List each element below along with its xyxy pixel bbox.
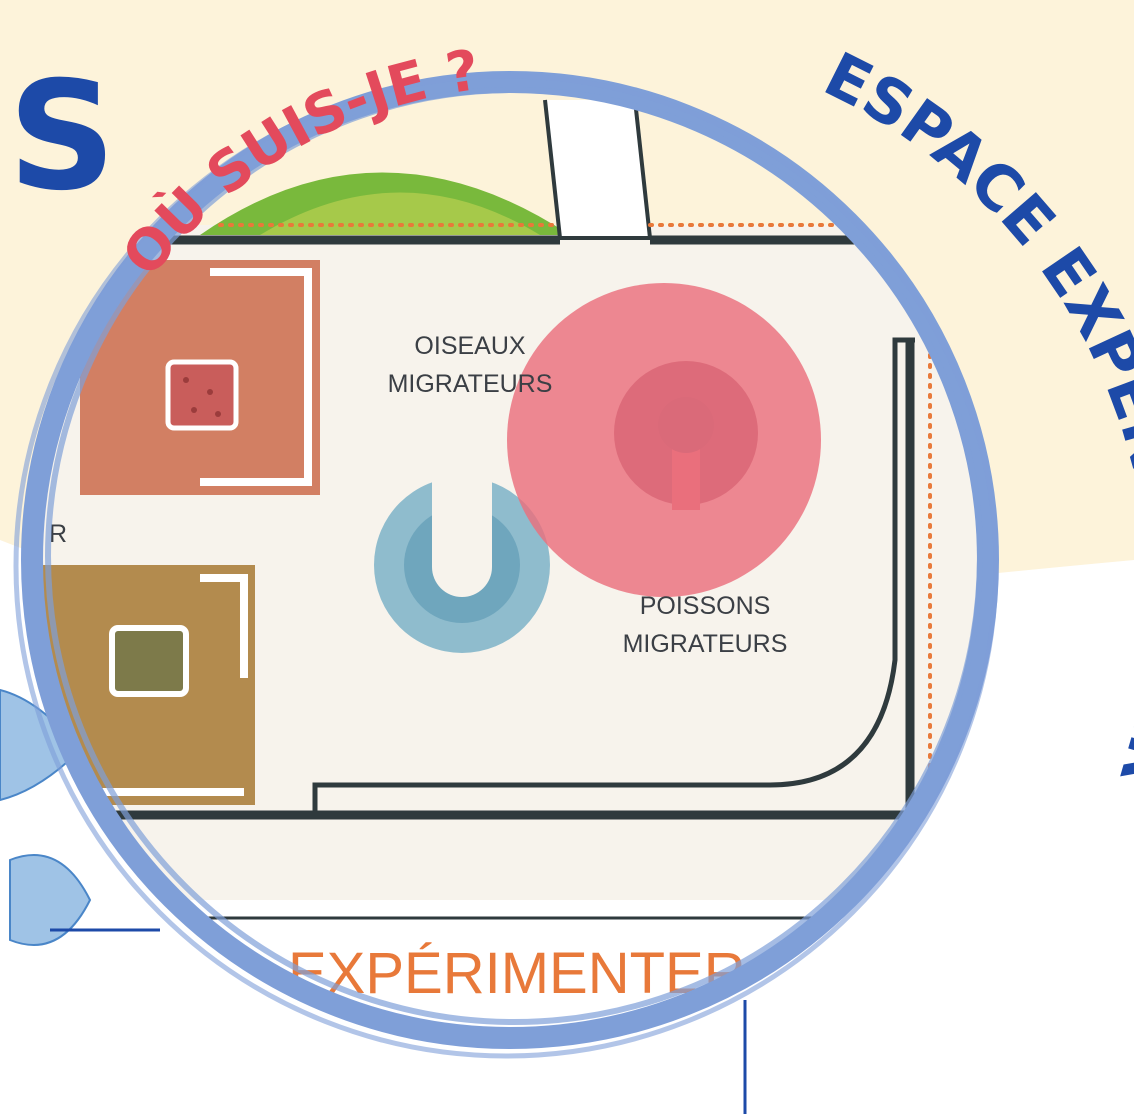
you-are-here-marker[interactable] (507, 283, 821, 597)
ring-border (13, 71, 999, 1059)
label-fish-line2: MIGRATEURS (623, 630, 788, 658)
fountain (374, 475, 550, 653)
label-fish-line1: POISSONS (640, 592, 771, 620)
label-left-partial: R (49, 520, 67, 548)
label-birds-line2: MIGRATEURS (388, 370, 553, 398)
blue-frame-lines (50, 928, 747, 1114)
title-letter: S (8, 50, 116, 224)
fish-decoration (0, 688, 92, 946)
label-birds-line1: OISEAUX (414, 332, 525, 360)
